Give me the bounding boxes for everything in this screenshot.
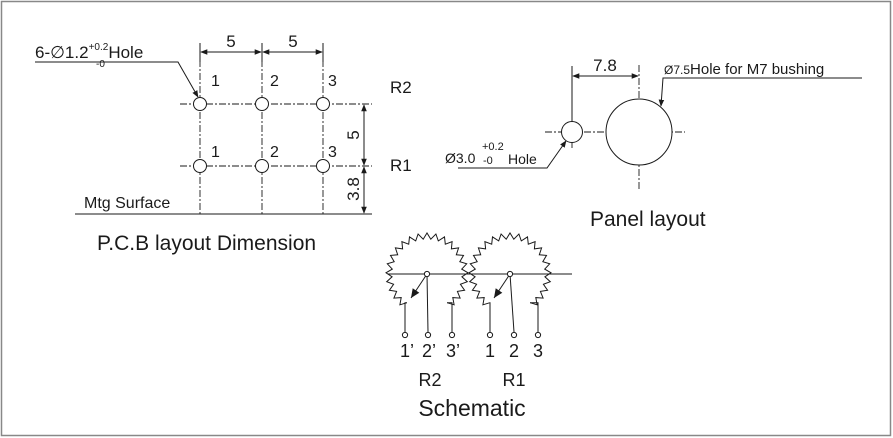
dim-text-offset: 7.8 bbox=[593, 56, 617, 75]
pin-label: 3 bbox=[328, 144, 337, 161]
row-label-r2: R2 bbox=[390, 78, 412, 97]
hole-tol-minus: -0 bbox=[96, 59, 105, 70]
pin-label: 1 bbox=[211, 73, 220, 90]
dim-text-pitch-2: 5 bbox=[288, 32, 297, 51]
bushing-hole bbox=[605, 98, 673, 166]
hole-tol-plus: +0.2 bbox=[89, 42, 109, 53]
dim-text-pitch-1: 5 bbox=[226, 32, 235, 51]
potentiometer-r1 bbox=[468, 232, 552, 339]
bushing-dia: Ø7.5 bbox=[664, 63, 690, 77]
lead-2 bbox=[426, 273, 429, 333]
resistor-arc bbox=[385, 232, 469, 306]
pcb-hole bbox=[316, 159, 330, 173]
lead-3 bbox=[447, 302, 453, 332]
schematic-pin-label: 2 bbox=[509, 341, 519, 361]
lead-1 bbox=[404, 302, 407, 332]
bushing-leader bbox=[658, 77, 862, 107]
pcb-hole bbox=[193, 159, 207, 173]
small-hole-tol-plus: +0.2 bbox=[482, 141, 504, 153]
terminal-dot bbox=[401, 331, 409, 339]
schematic-pin-label: 1’ bbox=[400, 341, 414, 361]
schematic-label-r2: R2 bbox=[418, 370, 441, 390]
hole-note-dia: 6-∅1.2 bbox=[35, 43, 89, 62]
panel-title: Panel layout bbox=[590, 208, 706, 231]
pcb-hole bbox=[316, 97, 330, 111]
lead-2 bbox=[509, 273, 515, 333]
wiper-arrow bbox=[411, 288, 420, 298]
terminal-dot bbox=[448, 331, 456, 339]
schematic-pin-label: 1 bbox=[485, 341, 495, 361]
small-hole bbox=[561, 121, 583, 143]
schematic-pin-label: 3 bbox=[533, 341, 543, 361]
pcb-hole bbox=[255, 159, 269, 173]
schematic: 1’ 2’ 3’ 1 2 3 R2 R1 Schematic bbox=[385, 232, 572, 421]
bushing-note-text: Hole for M7 bushing bbox=[690, 61, 824, 78]
schematic-pin-label: 3’ bbox=[446, 341, 460, 361]
lead-3 bbox=[530, 302, 539, 332]
dim-text-mount: 3.8 bbox=[344, 177, 363, 201]
bushing-note: Ø7.5Hole for M7 bushing bbox=[664, 61, 824, 78]
panel-layout: 7.8 Ø7.5Hole for M7 bushing Ø3.0 +0.2 -0… bbox=[445, 56, 862, 231]
small-hole-leader bbox=[458, 140, 567, 169]
pin-label: 2 bbox=[270, 73, 279, 90]
pcb-title: P.C.B layout Dimension bbox=[97, 232, 316, 255]
schematic-label-r1: R1 bbox=[502, 370, 525, 390]
pcb-hole bbox=[255, 97, 269, 111]
wiper-pivot bbox=[506, 270, 514, 278]
pcb-layout: 1 2 3 1 2 3 R2 R1 5 5 5 3.8 Mtg Surface … bbox=[35, 32, 412, 255]
pin-label: 1 bbox=[211, 144, 220, 161]
terminal-dot bbox=[486, 331, 494, 339]
pcb-hole bbox=[193, 97, 207, 111]
small-hole-dia: Ø3.0 bbox=[445, 150, 476, 166]
row-label-r1: R1 bbox=[390, 156, 412, 175]
potentiometer-r2 bbox=[385, 232, 469, 339]
small-hole-tol-minus: -0 bbox=[483, 155, 493, 167]
mtg-surface-label: Mtg Surface bbox=[84, 195, 170, 212]
pin-label: 3 bbox=[328, 73, 337, 90]
dim-text-row-pitch: 5 bbox=[344, 130, 363, 139]
terminal-dot bbox=[424, 331, 432, 339]
terminal-dot bbox=[510, 331, 518, 339]
schematic-pin-label: 2’ bbox=[422, 341, 436, 361]
hole-leader bbox=[35, 61, 199, 98]
wiper-pivot bbox=[423, 270, 431, 278]
pin-label: 2 bbox=[270, 144, 279, 161]
wiper-arrow bbox=[494, 288, 503, 298]
small-hole-suffix: Hole bbox=[508, 151, 537, 167]
schematic-title: Schematic bbox=[418, 395, 525, 421]
hole-note-suffix: Hole bbox=[108, 43, 143, 62]
hole-note: 6-∅1.2+0.2Hole bbox=[35, 42, 143, 62]
resistor-arc bbox=[468, 232, 552, 306]
terminal-dot bbox=[534, 331, 542, 339]
